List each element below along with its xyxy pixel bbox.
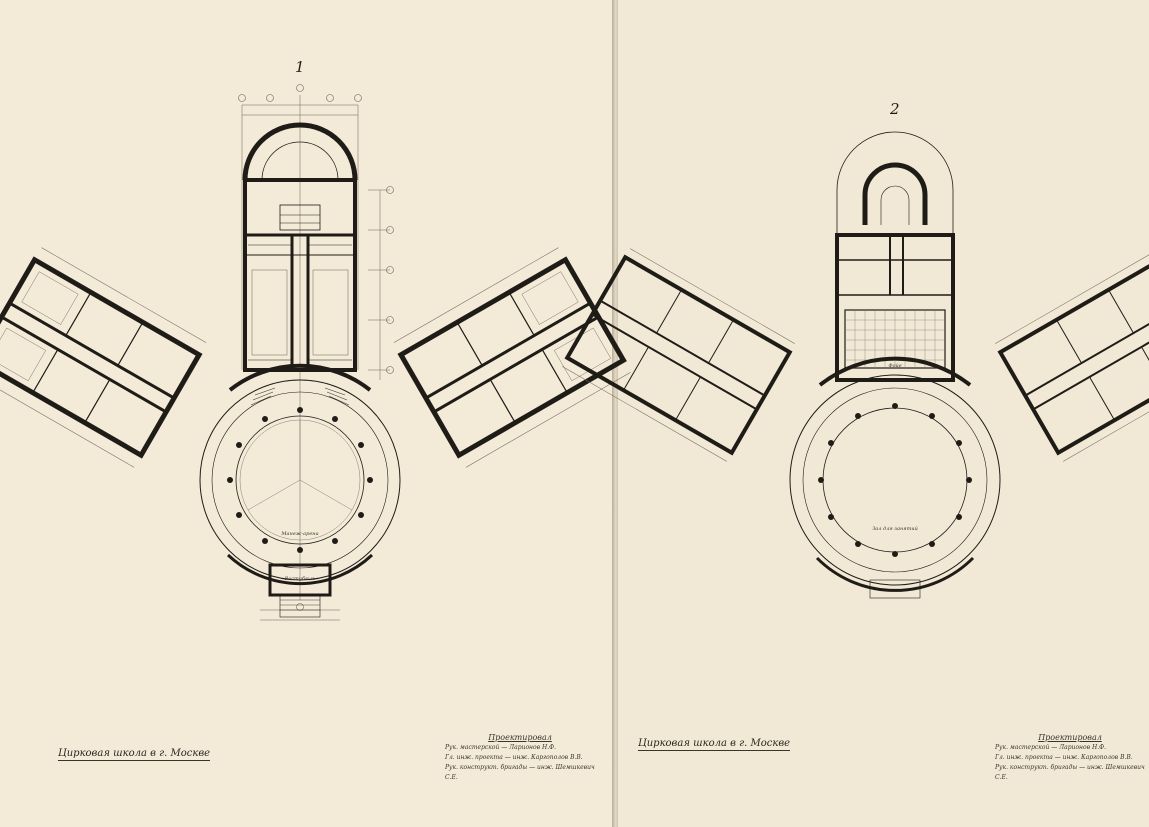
rotunda-columns	[227, 407, 373, 553]
stamp-signatory: инж. Каргополов В.В.	[1062, 754, 1133, 761]
room-label-arena: Манеж-арена	[280, 531, 318, 537]
stamp-role: Рук. конструкт. бригады	[445, 764, 528, 771]
stairs-north	[250, 387, 350, 406]
stamp-signatory: инж. Каргополов В.В.	[512, 754, 583, 761]
stamp-role: Рук. мастерской	[445, 744, 500, 751]
rotunda-columns	[818, 403, 972, 557]
stamp-row: Гл. инж. проекта — инж. Каргополов В.В.	[445, 754, 583, 761]
stamp-row: Гл. инж. проекта — инж. Каргополов В.В.	[995, 754, 1133, 761]
south-west-wing	[0, 247, 207, 468]
room-label-foyer: Фойе	[888, 363, 901, 369]
arena-radii	[247, 420, 353, 511]
stamp-title: Проектировал	[488, 733, 552, 742]
sheet-number-2: 2	[890, 100, 900, 118]
stamp-role: Рук. конструкт. бригады	[995, 764, 1078, 771]
stamp-role: Гл. инж. проекта	[995, 754, 1053, 761]
entrance-porch	[869, 579, 921, 599]
stamp-signatory: инж. Шемшкевич С.Е.	[445, 764, 595, 781]
rotunda	[199, 363, 401, 585]
room-label-hall: Зал для занятий	[872, 526, 918, 532]
stamp-role: Гл. инж. проекта	[445, 754, 503, 761]
stamp-row: Рук. конструкт. бригады — инж. Шемшкевич…	[995, 764, 1145, 781]
room-label-vestibule: Вестибюль	[284, 575, 316, 582]
rotunda	[789, 356, 1001, 592]
floor-plan-2: Фойе Зал для занятий	[562, 131, 1149, 599]
stamp-signatory: инж. Шемшкевич С.Е.	[995, 764, 1145, 781]
south-east-wing	[995, 248, 1149, 462]
stamp-role: Рук. мастерской	[995, 744, 1050, 751]
sheet-2	[618, 0, 1149, 827]
sheet-2-caption: Цирковая школа в г. Москве	[638, 738, 791, 751]
stamp-row: Рук. мастерской — Ларионов Н.Ф.	[445, 744, 557, 751]
stamp-row: Рук. конструкт. бригады — инж. Шемшкевич…	[445, 764, 595, 781]
south-east-wing	[393, 247, 631, 468]
sheet-1-caption: Цирковая школа в г. Москве	[58, 748, 211, 761]
entrance-vestibule	[268, 563, 332, 618]
sheet-number-1: 1	[295, 58, 305, 76]
stamp-signatory: Ларионов Н.Ф.	[509, 744, 557, 751]
floor-plan-1: Манеж-арена Вестибюль	[0, 84, 631, 621]
stamp-row: Рук. мастерской — Ларионов Н.Ф.	[995, 744, 1107, 751]
axis-markers	[238, 84, 394, 611]
sheet-2-title-stamp: Проектировал Рук. мастерской — Ларионов …	[995, 733, 1145, 783]
sheet-1-title-stamp: Проектировал Рук. мастерской — Ларионов …	[445, 733, 595, 783]
north-wing	[242, 122, 358, 372]
south-west-wing	[562, 248, 795, 462]
stamp-signatory: Ларионов Н.Ф.	[1059, 744, 1107, 751]
stamp-title: Проектировал	[1038, 733, 1102, 742]
binding-gutter	[612, 0, 618, 827]
